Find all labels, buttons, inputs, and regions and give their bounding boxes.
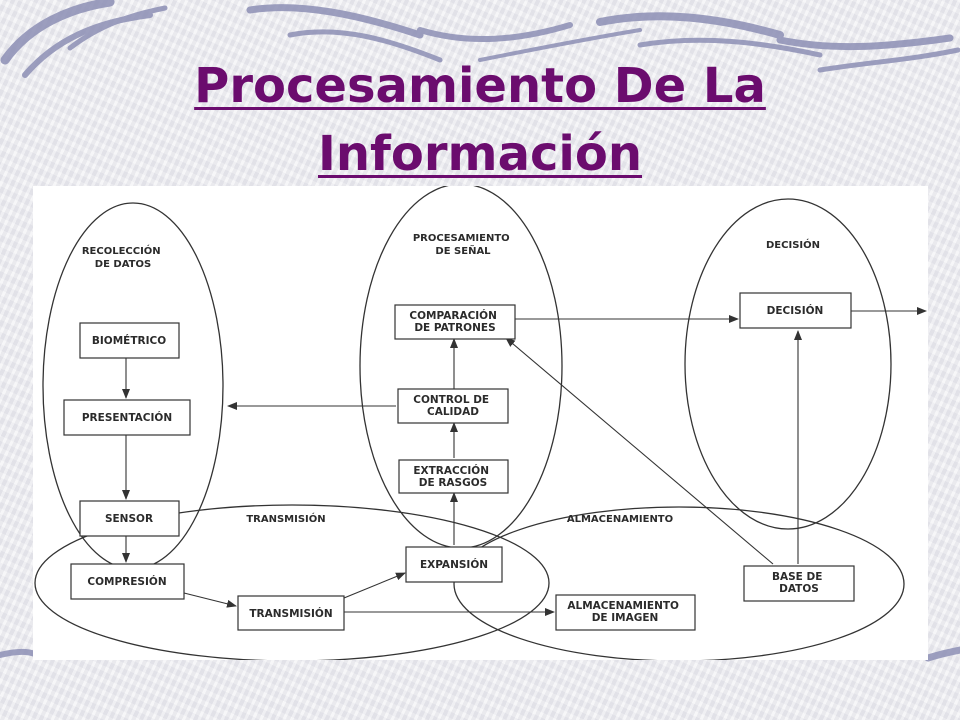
box-extraccion (398, 459, 509, 494)
box-almacenamiento-imagen (555, 594, 696, 631)
box-label-transmision: TRANSMISIÓN (249, 607, 332, 620)
box-biometrico (79, 322, 180, 359)
box-label-comparacion: COMPARACIÓN DE PATRONES (409, 309, 500, 334)
group-decision-ellipse (684, 198, 892, 530)
slide-title: Procesamiento De La Información (0, 52, 960, 188)
arrow-compresion-transmision (183, 592, 237, 608)
box-presentacion (63, 399, 191, 436)
arrow-transmision-expansion (343, 572, 406, 599)
box-label-sensor: SENSOR (105, 513, 153, 525)
process-diagram: RECOLECCIÓN DE DATOS PROCESAMIENTO DE SE… (34, 186, 927, 660)
box-label-expansion: EXPANSIÓN (420, 558, 488, 571)
group-label-almacenamiento: ALMACENAMIENTO (567, 514, 673, 525)
title-line-1: Procesamiento De La (194, 58, 766, 114)
diagram-panel: RECOLECCIÓN DE DATOS PROCESAMIENTO DE SE… (33, 186, 928, 660)
group-label-recoleccion: RECOLECCIÓN DE DATOS (82, 244, 164, 270)
arrow-base-comparacion (505, 337, 774, 565)
box-label-presentacion: PRESENTACIÓN (82, 411, 172, 424)
group-label-decision: DECISIÓN (766, 238, 820, 251)
box-label-almacenamiento-imagen: ALMACENAMIENTO DE IMAGEN (567, 600, 682, 624)
box-label-extraccion: EXTRACCIÓN DE RASGOS (413, 464, 492, 489)
box-label-decision: DECISIÓN (767, 304, 824, 317)
box-control (397, 388, 509, 424)
box-label-biometrico: BIOMÉTRICO (92, 334, 166, 347)
group-label-procesamiento: PROCESAMIENTO DE SEÑAL (413, 233, 513, 257)
group-almacenamiento-ellipse (453, 506, 905, 660)
box-label-control: CONTROL DE CALIDAD (413, 394, 492, 418)
title-line-2: Información (317, 126, 643, 182)
group-transmision-ellipse (34, 504, 550, 660)
box-base (743, 565, 855, 602)
box-label-compresion: COMPRESIÓN (87, 575, 166, 588)
box-transmision (237, 595, 345, 631)
box-comparacion (394, 304, 516, 340)
box-label-base: BASE DE DATOS (772, 571, 826, 595)
group-label-transmision: TRANSMISIÓN (246, 512, 325, 525)
box-expansion (405, 546, 503, 583)
box-compresion (70, 563, 185, 600)
box-sensor (79, 500, 180, 537)
box-decision (739, 292, 852, 329)
